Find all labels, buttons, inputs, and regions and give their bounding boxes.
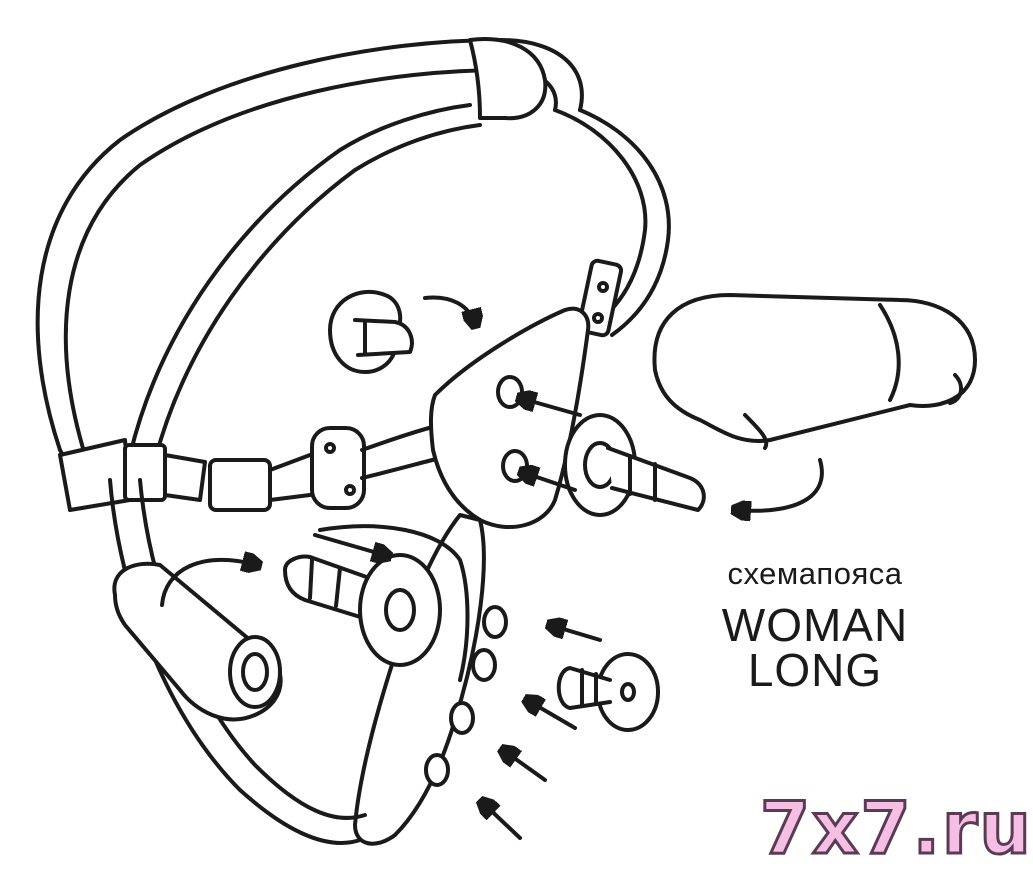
strap-clip-upper [576, 258, 624, 338]
harness-diagram: схемапояса WOMAN LONG 7x7.ru [35, 37, 1033, 866]
waist-pad [468, 37, 548, 121]
caption-title-line-2: LONG [747, 644, 883, 696]
harness-illustration [35, 37, 977, 846]
front-plate [428, 306, 591, 530]
inner-dildo [112, 561, 283, 722]
attachment-dildo [652, 293, 977, 450]
inner-adapter [283, 553, 442, 667]
caption-title-line-1: WOMAN [721, 599, 909, 651]
small-plug [328, 289, 414, 374]
crotch-strap [353, 513, 508, 846]
side-buckle [58, 423, 442, 512]
watermark-logo: 7x7.ru [759, 786, 1033, 870]
strap-plug [556, 652, 660, 732]
double-plug-adapter [563, 413, 706, 517]
direction-arrows [160, 295, 824, 840]
caption-subtitle: схемапояса [727, 556, 903, 591]
